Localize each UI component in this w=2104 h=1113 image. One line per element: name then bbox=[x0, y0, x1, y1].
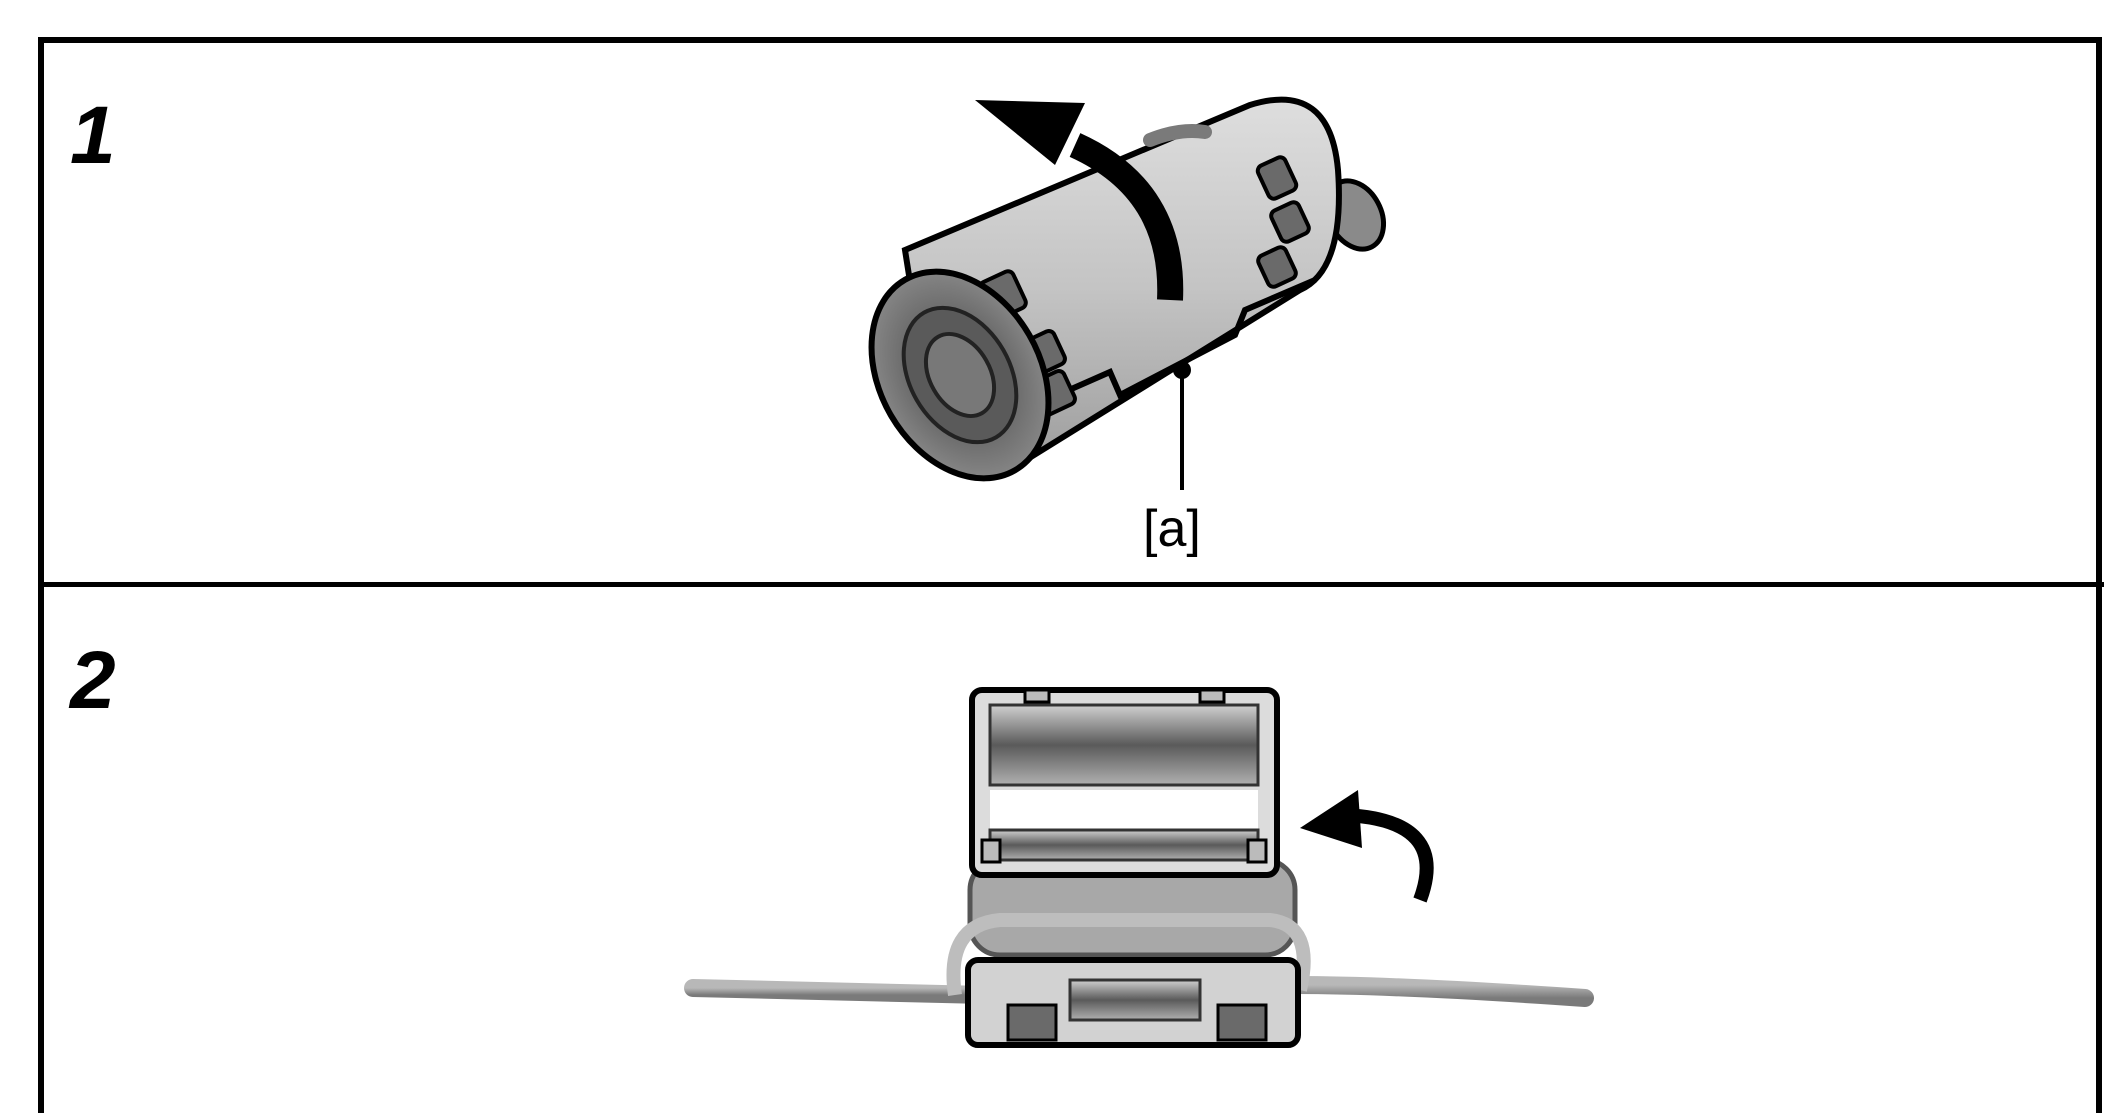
curved-arrow-icon bbox=[1300, 790, 1434, 903]
callout-label-a: [a] bbox=[1143, 500, 1201, 558]
step-2-number: 2 bbox=[70, 635, 116, 726]
instruction-frame bbox=[38, 37, 2102, 1113]
rotate-arrow-icon bbox=[975, 100, 1184, 301]
ferrite-core-closed bbox=[868, 96, 1387, 490]
step-divider bbox=[38, 582, 2104, 587]
cable bbox=[684, 976, 1594, 1007]
step-1-number: 1 bbox=[70, 90, 116, 181]
ferrite-core-open bbox=[946, 687, 1311, 1048]
